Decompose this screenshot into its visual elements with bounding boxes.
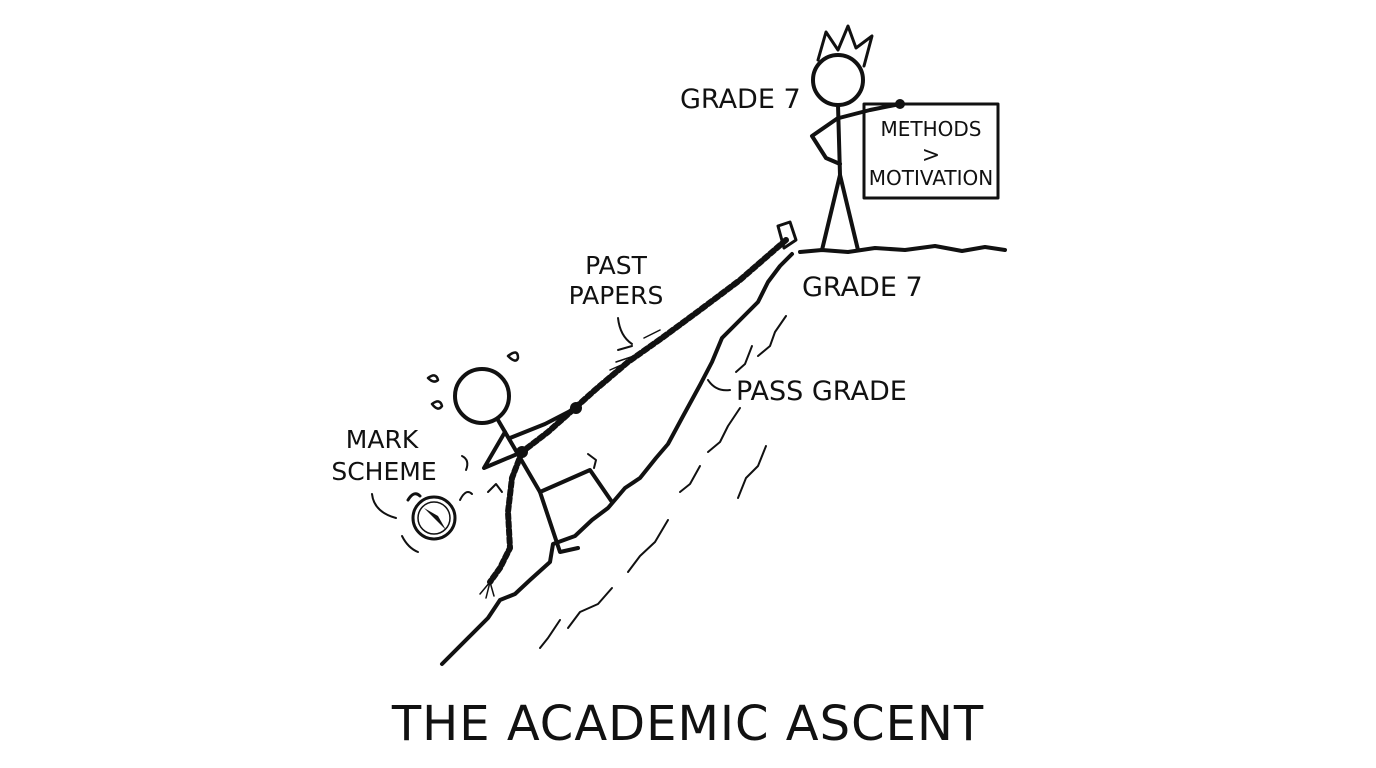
effort-mark	[587, 453, 597, 469]
label-mark-scheme-2: SCHEME	[331, 457, 436, 486]
mountain-crevice	[539, 619, 561, 649]
sweat-drop-icon	[426, 374, 440, 383]
rope-frayed	[609, 329, 663, 371]
mountain-crevice	[757, 315, 787, 357]
sign: METHODS > MOTIVATION	[862, 99, 1000, 200]
top-figure-leg-left	[820, 173, 842, 252]
label-mark-scheme-1: MARK	[346, 425, 419, 454]
leader-pass-grade	[707, 379, 731, 392]
sweat-drops	[426, 351, 520, 410]
sign-line-1: METHODS	[881, 117, 982, 141]
compass-shake-mark	[461, 455, 469, 471]
compass-ring	[406, 492, 422, 502]
mountain-crevice	[737, 445, 767, 499]
summit-ridge	[798, 244, 1007, 254]
rope	[479, 237, 789, 599]
rope-end-fray	[479, 581, 495, 599]
compass-icon	[411, 495, 457, 541]
climber-head	[453, 367, 511, 425]
sign-line-2: >	[922, 143, 940, 168]
rope-hanging	[487, 449, 525, 585]
compass-face	[417, 501, 451, 535]
mountain-crevice	[567, 587, 613, 629]
climber-arm-lower	[482, 430, 524, 470]
effort-mark	[487, 483, 503, 493]
label-past-papers-1: PAST	[585, 251, 647, 280]
label-past-papers-2: PAPERS	[569, 281, 664, 310]
top-figure	[810, 24, 902, 252]
top-figure-arm-sign	[837, 102, 902, 120]
climber	[453, 345, 633, 554]
sign-board	[862, 102, 1000, 200]
leader-past-papers	[617, 317, 633, 345]
mountain-crevice	[707, 407, 741, 453]
leader-mark-scheme	[371, 493, 397, 519]
top-figure-arm-hip	[810, 116, 842, 166]
sign-hand	[895, 99, 905, 109]
top-figure-leg-right	[838, 173, 860, 252]
top-figure-head	[811, 53, 865, 107]
climber-leg-front	[538, 468, 614, 504]
climber-hand-lower	[516, 446, 528, 458]
climber-arm-upper	[508, 406, 578, 440]
label-grade-top: GRADE 7	[680, 84, 801, 115]
compass	[401, 455, 473, 553]
mountain-crevice	[735, 345, 753, 373]
label-grade-summit: GRADE 7	[802, 272, 923, 303]
mountain	[440, 244, 1007, 666]
sweat-drop-icon	[506, 351, 520, 362]
effort-mark	[617, 345, 633, 351]
compass-shake-mark	[401, 535, 419, 553]
mountain-outline	[440, 252, 794, 666]
label-pass-grade: PASS GRADE	[736, 376, 907, 407]
compass-shake-mark	[459, 491, 473, 501]
climber-leg-back	[538, 490, 580, 554]
sign-line-3: MOTIVATION	[869, 166, 993, 190]
sweat-drop-icon	[430, 400, 444, 410]
crown-icon	[816, 24, 874, 68]
mountain-crevice	[627, 519, 669, 573]
mountain-crevice	[679, 465, 701, 493]
comic-title: THE ACADEMIC ASCENT	[391, 696, 984, 752]
compass-needle	[424, 508, 446, 530]
climber-hand-upper	[570, 402, 582, 414]
rope-upper	[519, 237, 789, 455]
